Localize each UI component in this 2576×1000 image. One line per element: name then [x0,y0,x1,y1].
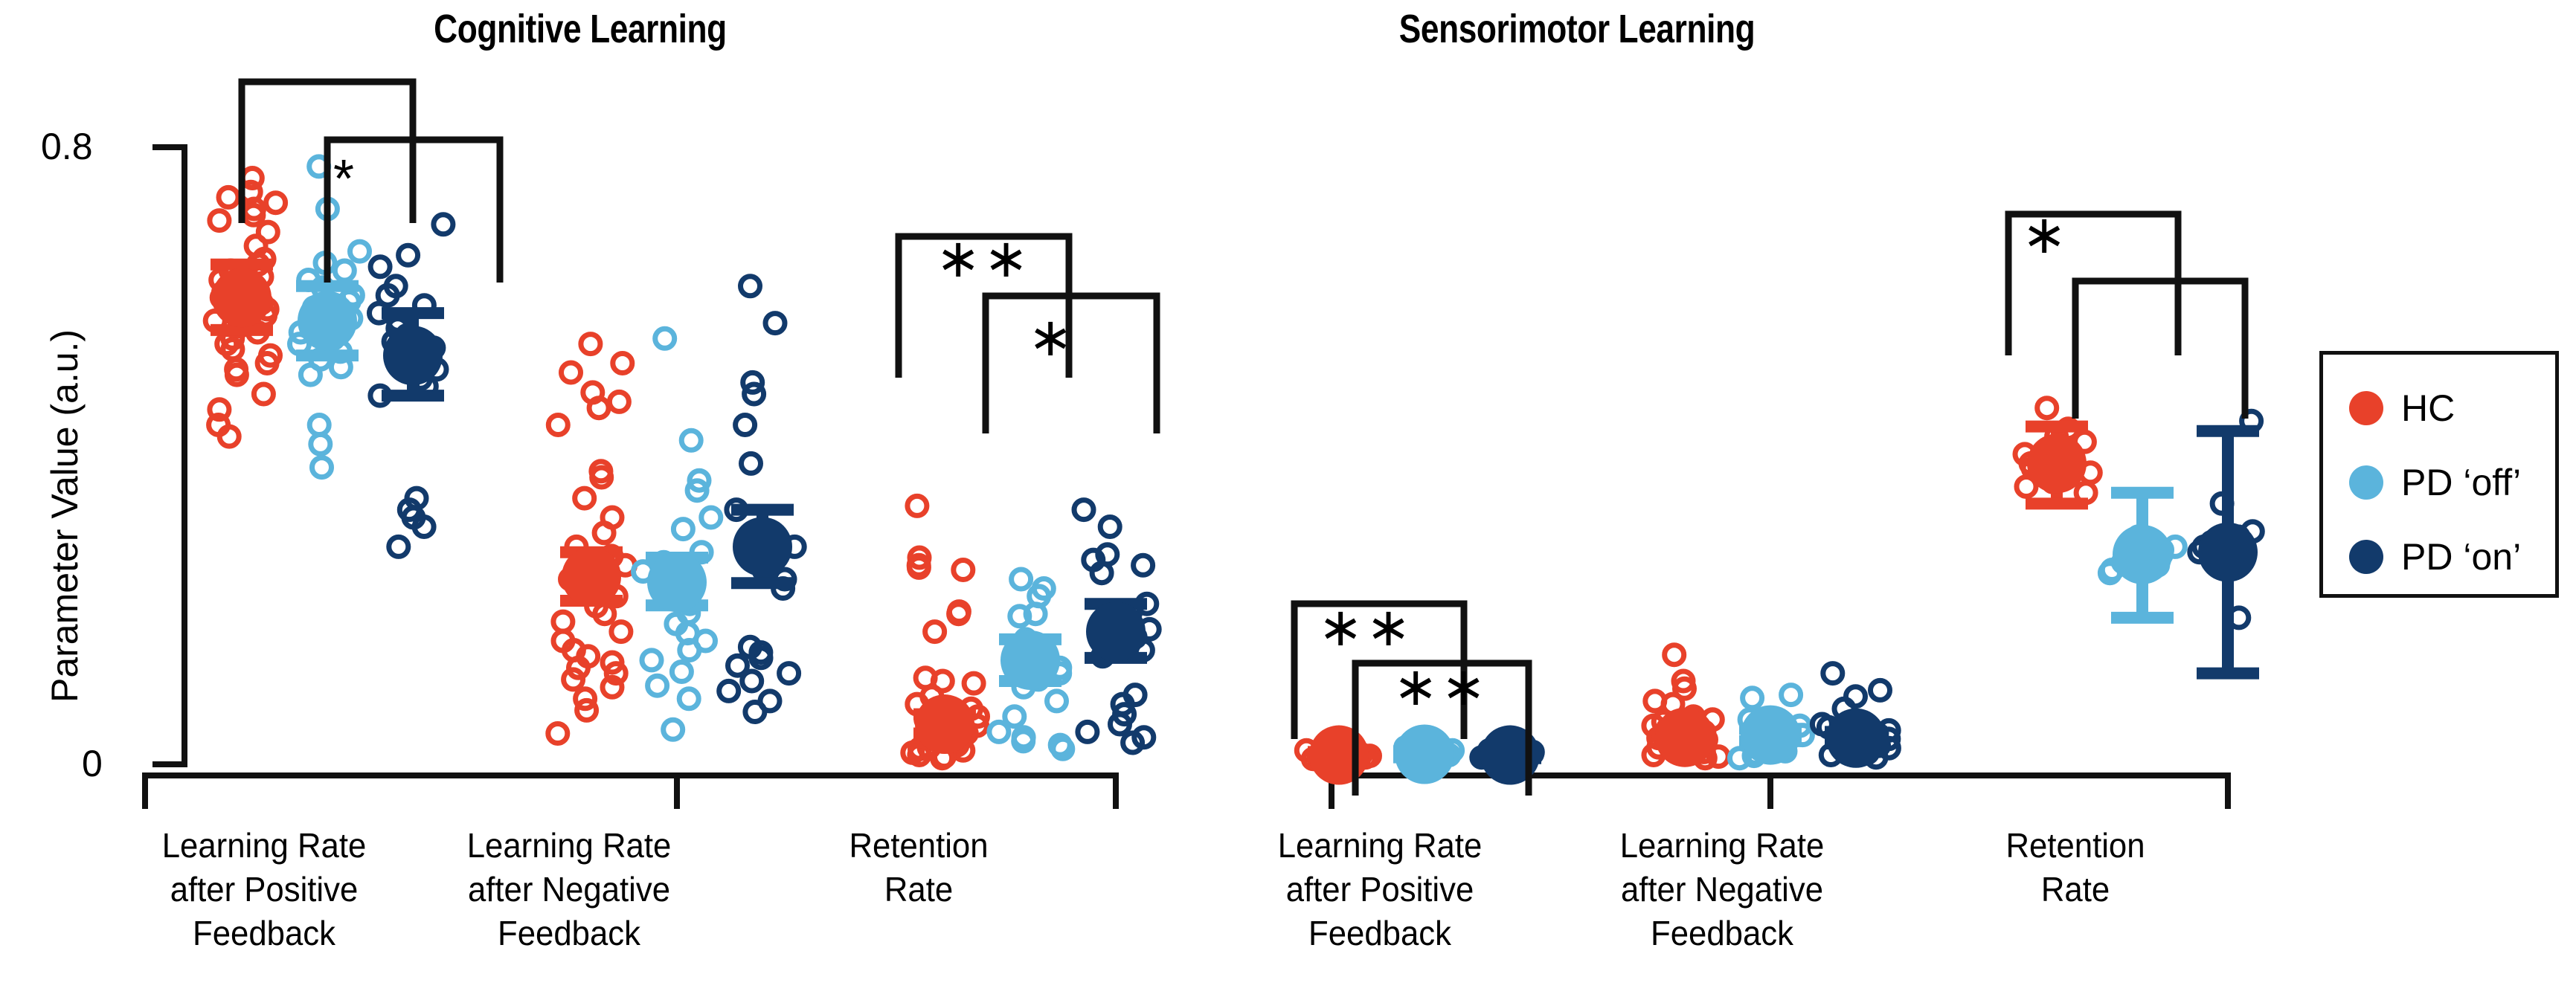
y-axis-title: Parameter Value (a.u.) [44,329,86,703]
sig-star-cog-0-1: * [333,149,358,209]
cat-line: after Positive [170,869,359,909]
cat-line: Learning Rate [1619,826,1825,865]
legend-item-pd-off[interactable]: PD ‘off’ [2349,461,2521,504]
sig-star-sen-0-0: ∗∗ [1318,598,1414,657]
cat-line: Learning Rate [161,826,367,865]
panel-title-sensorimotor: Sensorimotor Learning [1398,7,1756,51]
panel-title-cognitive: Cognitive Learning [434,7,727,51]
y-tick-top: 0.8 [41,126,93,167]
sig-star-sen-2-0: ∗ [2022,205,2070,265]
cat-label-cog-2: Retention Rate [813,824,1025,912]
sig-star-cog-2-1: ∗ [1028,308,1076,367]
cat-line: Feedback [498,913,640,952]
sig-star-sen-0-1: ∗∗ [1393,657,1489,717]
cat-line: after Negative [467,869,671,909]
cat-label-sen-1: Learning Rate after Negative Feedback [1602,824,1843,955]
cat-label-cog-1: Learning Rate after Negative Feedback [449,824,690,955]
legend-swatch-hc [2349,391,2383,425]
legend-item-pd-on[interactable]: PD ‘on’ [2349,535,2521,578]
cat-line: Rate [884,869,954,909]
cat-line: Feedback [1651,913,1793,952]
cat-label-cog-0: Learning Rate after Positive Feedback [151,824,377,955]
legend-label-hc: HC [2401,387,2455,429]
cat-line: Retention [849,826,989,865]
cat-line: Feedback [1308,913,1451,952]
cat-line: Rate [2040,869,2110,909]
cat-line: after Negative [1620,869,1824,909]
cat-label-sen-0: Learning Rate after Positive Feedback [1263,824,1497,955]
y-tick-bottom: 0 [82,743,103,784]
cat-line: Learning Rate [466,826,672,865]
cat-line: Learning Rate [1277,826,1483,865]
legend-label-pd-on: PD ‘on’ [2401,536,2522,578]
legend-item-hc[interactable]: HC [2349,387,2455,430]
cat-line: Retention [2005,826,2145,865]
cat-line: after Positive [1285,869,1474,909]
legend-label-pd-off: PD ‘off’ [2401,462,2522,503]
cat-label-sen-2: Retention Rate [1970,824,2182,912]
legend-swatch-pd-off [2349,465,2383,500]
sig-star-cog-2-0: ∗∗ [936,229,1032,288]
legend-swatch-pd-on [2349,540,2383,574]
cat-line: Feedback [193,913,335,952]
